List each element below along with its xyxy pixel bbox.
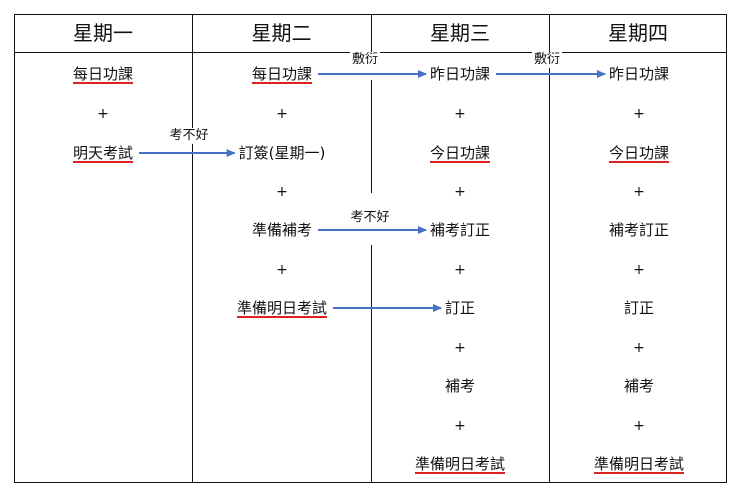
thu-plus-5: + — [633, 418, 645, 434]
column-divider-2-upper — [371, 80, 372, 193]
tue-plus-1: + — [276, 106, 288, 122]
arrow-label-bad-exam-1: 考不好 — [167, 128, 211, 144]
wed-plus-1: + — [454, 106, 466, 122]
thu-today-homework: 今日功課 — [608, 144, 670, 162]
header-thursday: 星期四 — [608, 21, 668, 45]
thu-plus-1: + — [633, 106, 645, 122]
tue-daily-homework: 每日功課 — [251, 65, 313, 83]
arrow-label-bad-exam-2: 考不好 — [348, 210, 392, 226]
table-frame — [14, 14, 727, 483]
thu-plus-4: + — [633, 340, 645, 356]
column-divider-2-lower — [371, 245, 372, 483]
header-tuesday: 星期二 — [251, 21, 312, 45]
mon-plus-1: + — [97, 106, 109, 122]
arrow-label-perfunctory-2: 敷衍 — [531, 52, 563, 68]
wed-plus-3: + — [454, 262, 466, 278]
wed-corrections: 訂正 — [444, 299, 476, 317]
tue-plus-3: + — [276, 262, 288, 278]
column-divider-2-header — [371, 14, 372, 53]
thu-plus-2: + — [633, 184, 645, 200]
arrow-label-perfunctory-1: 敷衍 — [349, 52, 381, 68]
thu-corrections: 訂正 — [623, 299, 655, 317]
header-monday: 星期一 — [73, 21, 133, 45]
wed-today-homework: 今日功課 — [429, 144, 491, 162]
wed-prepare-tomorrow-exam: 準備明日考試 — [414, 455, 506, 473]
column-divider-3 — [549, 14, 550, 483]
thu-makeup-corrections: 補考訂正 — [608, 221, 670, 239]
wed-plus-2: + — [454, 184, 466, 200]
thu-makeup-exam: 補考 — [623, 377, 655, 395]
wed-plus-5: + — [454, 418, 466, 434]
wed-makeup-corrections: 補考訂正 — [429, 221, 491, 239]
column-divider-1 — [192, 14, 193, 483]
mon-tomorrow-exam: 明天考試 — [72, 144, 134, 162]
wed-yesterday-homework: 昨日功課 — [429, 65, 491, 83]
tue-prepare-makeup-exam: 準備補考 — [251, 221, 313, 239]
tue-plus-2: + — [276, 184, 288, 200]
tue-prepare-tomorrow-exam: 準備明日考試 — [236, 299, 328, 317]
tue-corrections-monday: 訂簽(星期一) — [238, 144, 326, 162]
thu-yesterday-homework: 昨日功課 — [608, 65, 670, 83]
header-wednesday: 星期三 — [430, 21, 490, 45]
thu-plus-3: + — [633, 262, 645, 278]
wed-plus-4: + — [454, 340, 466, 356]
mon-daily-homework: 每日功課 — [72, 65, 134, 83]
wed-makeup-exam: 補考 — [444, 377, 476, 395]
thu-prepare-tomorrow-exam: 準備明日考試 — [593, 455, 685, 473]
